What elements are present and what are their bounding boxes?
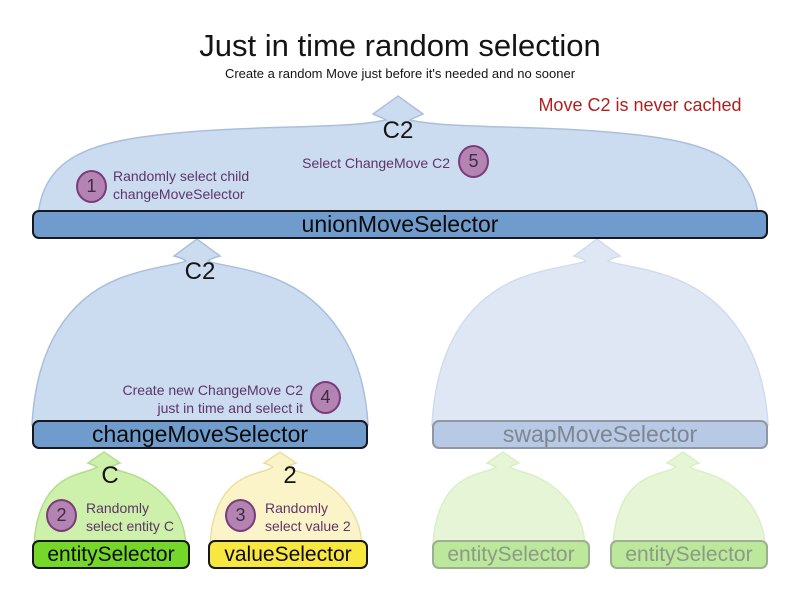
change-move-selector-bar: changeMoveSelector	[32, 420, 368, 449]
step-3-line1: Randomly	[265, 500, 329, 516]
step-1-line2: changeMoveSelector	[113, 186, 245, 202]
step-2-line1: Randomly	[86, 500, 150, 516]
step-1-text: Randomly select child changeMoveSelector	[113, 167, 249, 203]
swap-move-selector-bar: swapMoveSelector	[432, 420, 768, 449]
funnel-union	[37, 95, 759, 216]
step-3-text: Randomly select value 2	[265, 499, 351, 535]
step-circle-3: 3	[225, 499, 256, 532]
step-circle-4: 4	[310, 381, 341, 414]
step-circle-5: 5	[458, 145, 489, 178]
step-4-line1: Create new ChangeMove C2	[122, 382, 303, 398]
step-circle-1: 1	[76, 170, 107, 203]
funnel-entity-faded-2	[612, 451, 766, 546]
value-selector-bar: valueSelector	[208, 540, 368, 569]
step-5-line1: Select ChangeMove C2	[302, 155, 450, 171]
union-move-selector-bar: unionMoveSelector	[32, 210, 768, 239]
step-2-line2: select entity C	[86, 518, 174, 534]
flow-label-c2-mid: C2	[184, 258, 216, 285]
note-never-cached: Move C2 is never cached	[538, 95, 742, 115]
step-1-line1: Randomly select child	[113, 168, 250, 184]
page-subtitle: Create a random Move just before it's ne…	[224, 66, 576, 81]
funnel-entity-faded-1	[432, 451, 586, 546]
step-4-text: Create new ChangeMove C2 just in time an…	[113, 381, 303, 417]
step-5-text: Select ChangeMove C2	[300, 154, 450, 172]
entity-selector-faded-bar-2: entitySelector	[610, 540, 768, 569]
step-circle-2: 2	[46, 499, 77, 532]
funnel-swap	[431, 238, 769, 426]
step-3-line2: select value 2	[265, 518, 351, 534]
step-4-line2: just in time and select it	[157, 400, 303, 416]
flow-label-c: C	[101, 462, 119, 489]
flow-label-c2-top: C2	[382, 117, 414, 144]
step-2-text: Randomly select entity C	[86, 499, 174, 535]
flow-label-2: 2	[283, 462, 297, 489]
entity-selector-bar: entitySelector	[32, 540, 190, 569]
entity-selector-faded-bar-1: entitySelector	[432, 540, 590, 569]
page-title: Just in time random selection	[199, 28, 601, 63]
